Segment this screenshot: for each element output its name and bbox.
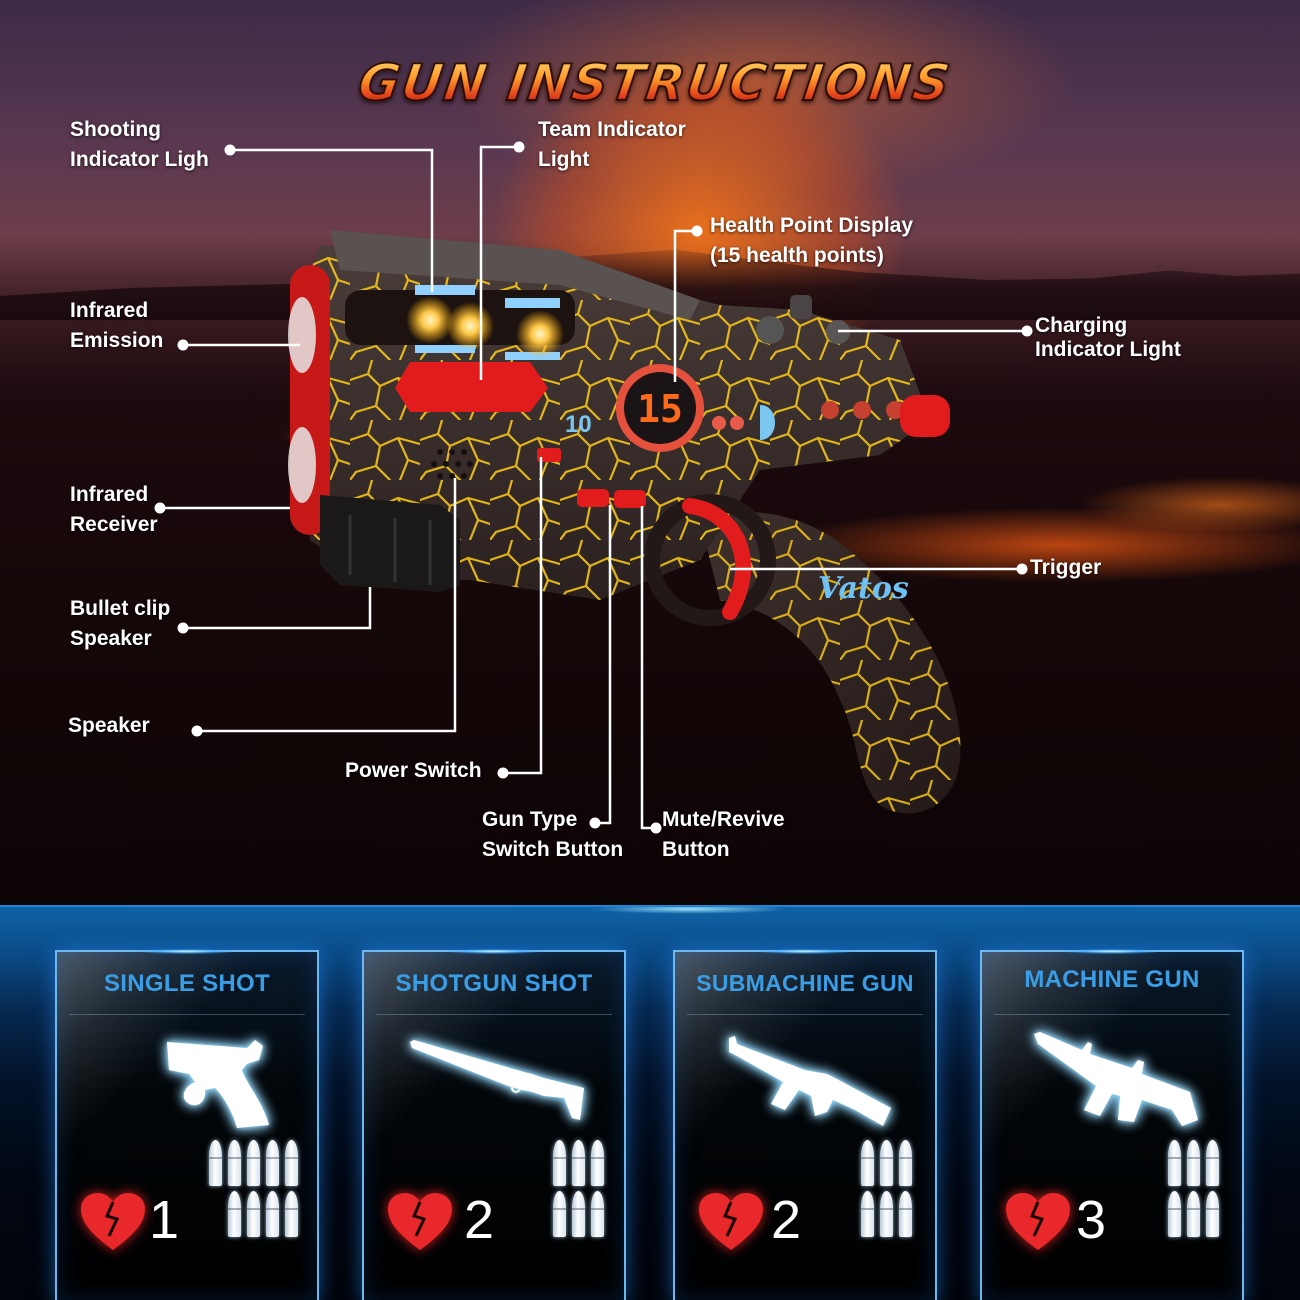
callout-power-switch: Power Switch <box>345 759 482 782</box>
mode-card-submachine-gun: SUBMACHINE GUN 2 <box>673 949 937 1300</box>
shotgun-icon <box>404 1030 594 1130</box>
bullet-clip <box>320 495 460 592</box>
bullet-icon <box>1168 1140 1181 1186</box>
bullet-icon <box>1206 1191 1219 1237</box>
bullet-icon <box>572 1140 585 1186</box>
team-light-shape <box>395 362 548 412</box>
bullet-icon <box>591 1140 604 1186</box>
damage-value: 1 <box>149 1190 180 1250</box>
svg-text:10: 10 <box>565 411 592 438</box>
ammo-icons <box>1168 1140 1219 1237</box>
gun-mode-panel: SINGLE SHOT 1 SHOTGUN SHOT <box>0 905 1300 1300</box>
callout-team-indicator-light: Team Indicator Light <box>538 118 686 171</box>
broken-heart-icon <box>81 1193 145 1250</box>
bullet-icon <box>899 1191 912 1237</box>
callout-infrared-emission: Infrared Emission <box>70 299 164 352</box>
callout-speaker: Speaker <box>68 714 150 737</box>
mode-title: MACHINE GUN <box>1024 966 1200 993</box>
mode-card-machine-gun: MACHINE GUN 3 <box>980 949 1244 1300</box>
mode-title: SUBMACHINE GUN <box>696 970 914 996</box>
damage-value: 2 <box>464 1190 495 1250</box>
bullet-icon <box>247 1140 260 1186</box>
bullet-icon <box>228 1140 241 1186</box>
broken-heart-icon <box>1006 1193 1070 1250</box>
damage-value: 2 <box>771 1190 802 1250</box>
callout-charging-indicator-light: Charging Indicator Light <box>1035 314 1181 361</box>
bullet-icon <box>1187 1140 1200 1186</box>
broken-heart-icon <box>699 1193 763 1250</box>
ammo-icons <box>209 1140 298 1237</box>
bullet-icon <box>266 1191 279 1237</box>
svg-text:Vatos: Vatos <box>818 571 909 606</box>
mode-title: SINGLE SHOT <box>104 970 270 997</box>
broken-heart-icon <box>388 1193 452 1250</box>
bullet-icon <box>285 1191 298 1237</box>
assault-rifle-icon <box>1022 1030 1212 1130</box>
bullet-icon <box>285 1140 298 1186</box>
bullet-icon <box>1206 1140 1219 1186</box>
callout-bullet-clip-speaker: Bullet clip Speaker <box>70 597 171 650</box>
callout-mute-revive-button: Mute/Revive Button <box>662 808 785 861</box>
bullet-icon <box>247 1191 260 1237</box>
bullet-icon <box>899 1140 912 1186</box>
bullet-icon <box>228 1191 241 1237</box>
callout-shooting-indicator-light: Shooting Indicator Ligh <box>70 118 209 171</box>
mode-title: SHOTGUN SHOT <box>395 970 593 997</box>
mode-card-single-shot: SINGLE SHOT 1 <box>55 949 319 1300</box>
divider <box>687 1014 923 1015</box>
bullet-icon <box>266 1140 279 1186</box>
callout-trigger: Trigger <box>1030 556 1102 579</box>
callout-infrared-receiver: Infrared Receiver <box>70 483 158 536</box>
bullet-icon <box>572 1191 585 1237</box>
mode-card-shotgun-shot: SHOTGUN SHOT 2 <box>362 949 626 1300</box>
bullet-icon <box>591 1191 604 1237</box>
callout-health-point-display: Health Point Display (15 health points) <box>710 214 914 267</box>
bullet-icon <box>209 1140 222 1186</box>
bullet-icon <box>1187 1191 1200 1237</box>
bullet-icon <box>861 1191 874 1237</box>
ammo-icons <box>553 1140 604 1237</box>
divider <box>69 1014 305 1015</box>
bullet-icon <box>553 1191 566 1237</box>
divider <box>376 1014 612 1015</box>
svg-text:15: 15 <box>637 387 683 431</box>
front-emitter <box>288 265 330 535</box>
instruction-scene: GUN INSTRUCTIONS <box>0 0 1300 905</box>
damage-value: 3 <box>1076 1190 1107 1250</box>
bullet-icon <box>880 1191 893 1237</box>
bullet-icon <box>553 1140 566 1186</box>
bullet-icon <box>1168 1191 1181 1237</box>
bullet-icon <box>880 1140 893 1186</box>
callout-gun-type-switch-button: Gun Type Switch Button <box>482 808 624 861</box>
revolver-icon <box>97 1030 287 1130</box>
ak-rifle-icon <box>715 1030 905 1130</box>
bullet-icon <box>861 1140 874 1186</box>
divider <box>994 1014 1230 1015</box>
ammo-icons <box>861 1140 912 1237</box>
